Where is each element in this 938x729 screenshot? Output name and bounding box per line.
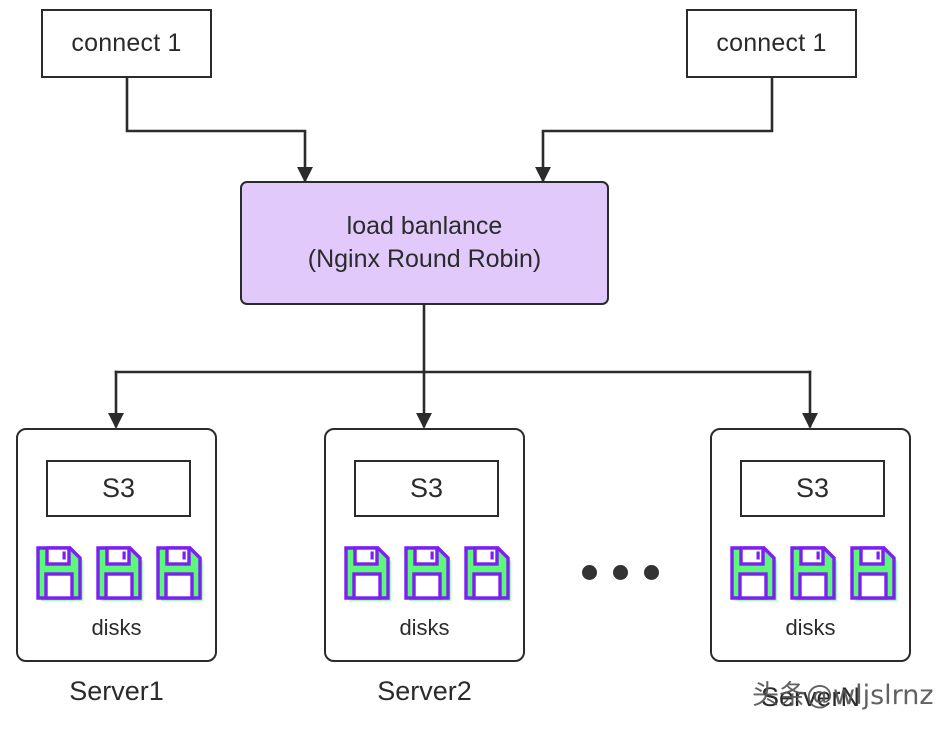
server-1-service-box[interactable]: S3 [46, 460, 191, 517]
server-3-service-box[interactable]: S3 [740, 460, 885, 517]
floppy-disk-icon [730, 546, 777, 601]
server-3-service-label: S3 [795, 473, 830, 503]
server-3-disk-row [728, 542, 898, 604]
ellipsis-dot [613, 565, 628, 580]
floppy-disk-icon [850, 546, 897, 601]
server-2-caption: Server2 [377, 676, 472, 706]
floppy-disk-icon [344, 546, 391, 601]
ellipsis-indicator [582, 565, 659, 580]
server-1-service-label: S3 [101, 473, 136, 503]
server-3-caption: ServerN [760, 682, 861, 712]
floppy-disk-icon [464, 546, 511, 601]
server-2-service-label: S3 [409, 473, 444, 503]
edge-client2-to-lb [534, 76, 774, 183]
client-box-2[interactable]: connect 1 [686, 9, 857, 78]
edge-client1-to-lb [125, 76, 314, 183]
server-box-3[interactable]: S3 d [710, 428, 911, 662]
client-box-1-label: connect 1 [71, 29, 182, 57]
server-1-disks-label: disks [91, 615, 142, 640]
server-3-disks-label: disks [785, 615, 836, 640]
load-balancer-subtitle: (Nginx Round Robin) [307, 245, 542, 273]
floppy-disk-icon [404, 546, 451, 601]
floppy-disk-icon [790, 546, 837, 601]
server-2-disks-label: disks [399, 615, 450, 640]
server-2-disk-row [342, 542, 512, 604]
server-box-2[interactable]: S3 d [324, 428, 525, 662]
server-box-1[interactable]: S3 d [16, 428, 217, 662]
floppy-disk-icon [36, 546, 83, 601]
ellipsis-dot [644, 565, 659, 580]
floppy-disk-icon [156, 546, 203, 601]
load-balancer-box[interactable]: load banlance (Nginx Round Robin) [240, 181, 609, 305]
load-balancer-title: load banlance [346, 212, 503, 240]
watermark-text: 头条@wljslrnz [752, 680, 934, 711]
server-1-caption: Server1 [69, 676, 164, 706]
client-box-1[interactable]: connect 1 [41, 9, 212, 78]
floppy-disk-icon [96, 546, 143, 601]
ellipsis-dot [582, 565, 597, 580]
server-2-service-box[interactable]: S3 [354, 460, 499, 517]
client-box-2-label: connect 1 [716, 29, 827, 57]
server-1-disk-row [34, 542, 204, 604]
